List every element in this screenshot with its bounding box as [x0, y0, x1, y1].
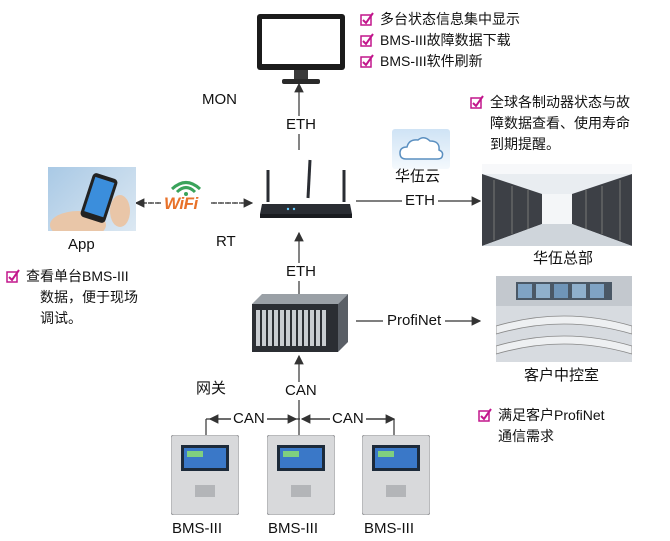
cloud-note: 全球各制动器状态与故 障数据查看、使用寿命 到期提醒。	[470, 92, 666, 155]
can-right-label: CAN	[330, 410, 366, 428]
cloud-eth-label: ETH	[402, 192, 438, 210]
mon-eth-label: ETH	[284, 116, 318, 134]
wifi-icon	[170, 181, 202, 196]
app-phone-image	[48, 167, 136, 231]
control-room-note: 满足客户ProfiNet 通信需求	[478, 405, 658, 447]
check-icon	[470, 95, 484, 109]
bms-device	[266, 434, 336, 516]
control-room-label: 客户中控室	[524, 367, 600, 384]
bms-device-label: BMS-III	[172, 520, 223, 537]
monitor-features: 多台状态信息集中显示 BMS-III故障数据下载 BMS-III软件刷新	[360, 9, 520, 72]
app-label: App	[68, 236, 95, 253]
check-icon	[360, 12, 374, 26]
bms-device-label: BMS-III	[364, 520, 415, 537]
gateway-server-icon	[252, 294, 348, 352]
headquarters-image	[482, 164, 632, 246]
monitor-feature: BMS-III软件刷新	[380, 53, 483, 69]
wifi-logo: WiFi	[162, 176, 210, 216]
gateway-eth-label: ETH	[284, 263, 318, 281]
monitor-label: MON	[202, 91, 237, 108]
bms-device	[361, 434, 431, 516]
router-icon	[260, 159, 352, 218]
router-label: RT	[216, 233, 236, 250]
app-note: 查看单台BMS-III 数据，便于现场 调试。	[6, 266, 186, 329]
cloud-tile	[392, 129, 450, 169]
gateway-label: 网关	[196, 380, 227, 397]
bms-device-label: BMS-III	[268, 520, 319, 537]
bms-device-icon	[361, 434, 431, 516]
check-icon	[360, 33, 374, 47]
bms-device-icon	[266, 434, 336, 516]
check-icon	[478, 408, 492, 422]
cloud-label: 华伍云	[395, 168, 441, 185]
gateway-can-label: CAN	[283, 382, 319, 400]
profinet-label: ProfiNet	[383, 312, 446, 330]
control-room-image	[496, 276, 632, 362]
cloud-icon	[399, 137, 444, 160]
check-icon	[360, 54, 374, 68]
monitor-feature: BMS-III故障数据下载	[380, 32, 511, 48]
can-left-label: CAN	[231, 410, 267, 428]
bms-device-icon	[170, 434, 240, 516]
bms-device	[170, 434, 240, 516]
check-icon	[6, 269, 20, 283]
monitor-feature: 多台状态信息集中显示	[380, 11, 520, 27]
monitor-icon	[257, 14, 345, 84]
headquarters-label: 华伍总部	[533, 250, 594, 267]
